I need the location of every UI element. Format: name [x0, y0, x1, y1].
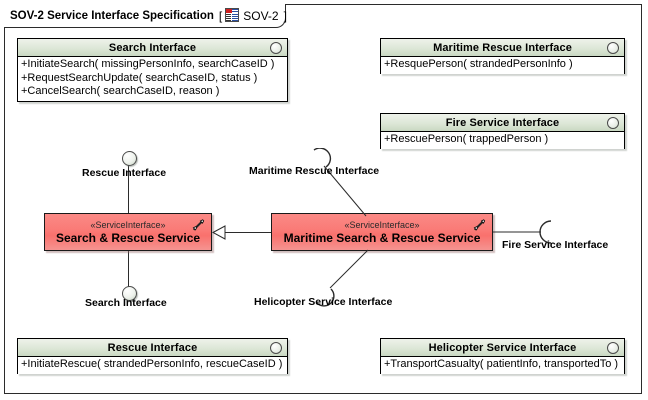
interface-name: Maritime Rescue Interface — [433, 41, 572, 54]
connector-line-search-provided — [128, 250, 129, 288]
interface-box-helicopter-service-interface[interactable]: Helicopter Service Interface +TransportC… — [380, 338, 625, 374]
sov-document-icon — [225, 8, 240, 23]
service-name: Search & Rescue Service — [55, 231, 201, 245]
interface-operation: +ResquePerson( strandedPersonInfo ) — [384, 58, 573, 70]
connector-label-rescue-interface: Rescue Interface — [82, 167, 167, 179]
interface-box-fire-service-interface[interactable]: Fire Service Interface +RescuePerson( tr… — [380, 113, 625, 149]
provided-interface-icon — [607, 341, 619, 354]
service-stereotype: «ServiceInterface» — [90, 220, 166, 230]
interface-operations: +InitiateRescue( strandedPersonInfo, res… — [18, 357, 287, 374]
interface-header: Fire Service Interface — [381, 114, 624, 132]
connector-label-fire-service-interface: Fire Service Interface — [502, 239, 609, 251]
provided-interface-icon — [270, 41, 282, 54]
provided-interface-icon — [270, 341, 282, 354]
connector-label-helicopter-service-interface: Helicopter Service Interface — [254, 296, 393, 308]
interface-name: Helicopter Service Interface — [428, 341, 577, 354]
interface-header: Search Interface — [18, 39, 287, 57]
interface-operation: +RequestSearchUpdate( searchCaseID, stat… — [21, 71, 258, 84]
interface-header: Rescue Interface — [18, 339, 287, 357]
interface-header: Helicopter Service Interface — [381, 339, 624, 357]
connector-line-generalization — [224, 232, 271, 233]
frame-heading-tab: SOV-2 Service Interface Specification [ … — [4, 4, 287, 28]
provided-interface-ball-search[interactable] — [122, 286, 137, 301]
provided-interface-icon — [607, 41, 619, 54]
interface-header: Maritime Rescue Interface — [381, 39, 624, 57]
interface-operations: +RescuePerson( trappedPerson ) — [381, 132, 624, 149]
interface-name: Search Interface — [108, 41, 197, 54]
interface-name: Fire Service Interface — [445, 116, 560, 129]
tools-icon — [473, 219, 486, 231]
interface-box-search-interface[interactable]: Search Interface +InitiateSearch( missin… — [17, 38, 288, 102]
interface-box-rescue-interface[interactable]: Rescue Interface +InitiateRescue( strand… — [17, 338, 288, 374]
connector-line-rescue-provided — [128, 163, 129, 215]
interface-operations: +TransportCasualty( patientInfo, transpo… — [381, 357, 624, 374]
interface-box-maritime-rescue-interface[interactable]: Maritime Rescue Interface +ResquePerson(… — [380, 38, 625, 74]
service-box-search-and-rescue-service[interactable]: «ServiceInterface» Search & Rescue Servi… — [44, 213, 212, 251]
interface-operations: +InitiateSearch( missingPersonInfo, sear… — [18, 57, 287, 101]
interface-operation: +TransportCasualty( patientInfo, transpo… — [384, 358, 619, 370]
connector-required-fire-service — [493, 220, 552, 244]
interface-operation: +CancelSearch( searchCaseID, reason ) — [21, 85, 220, 97]
frame-bracket-close: ] — [283, 8, 287, 23]
connector-required-maritime-rescue — [313, 148, 367, 217]
service-name: Maritime Search & Rescue Service — [283, 231, 481, 245]
interface-operation: +InitiateSearch( missingPersonInfo, sear… — [21, 58, 275, 70]
interface-operation: +RescuePerson( trappedPerson ) — [384, 133, 549, 145]
frame-diagram-name: SOV-2 — [243, 8, 279, 23]
tools-icon — [192, 219, 205, 231]
frame-title: SOV-2 Service Interface Specification — [10, 9, 214, 22]
interface-operation: +InitiateRescue( strandedPersonInfo, res… — [21, 358, 283, 370]
service-box-maritime-search-and-rescue-service[interactable]: «ServiceInterface» Maritime Search & Res… — [271, 213, 493, 251]
provided-interface-ball-rescue[interactable] — [122, 151, 137, 166]
provided-interface-icon — [607, 116, 619, 129]
service-stereotype: «ServiceInterface» — [344, 220, 420, 230]
connector-required-helicopter-service — [316, 249, 369, 307]
interface-operations: +ResquePerson( strandedPersonInfo ) — [381, 57, 624, 74]
frame-bracket-open: [ — [218, 8, 223, 23]
interface-name: Rescue Interface — [107, 341, 198, 354]
generalization-arrowhead — [212, 225, 226, 240]
connector-label-search-interface: Search Interface — [85, 297, 167, 309]
connector-label-maritime-rescue-interface: Maritime Rescue Interface — [249, 165, 380, 177]
